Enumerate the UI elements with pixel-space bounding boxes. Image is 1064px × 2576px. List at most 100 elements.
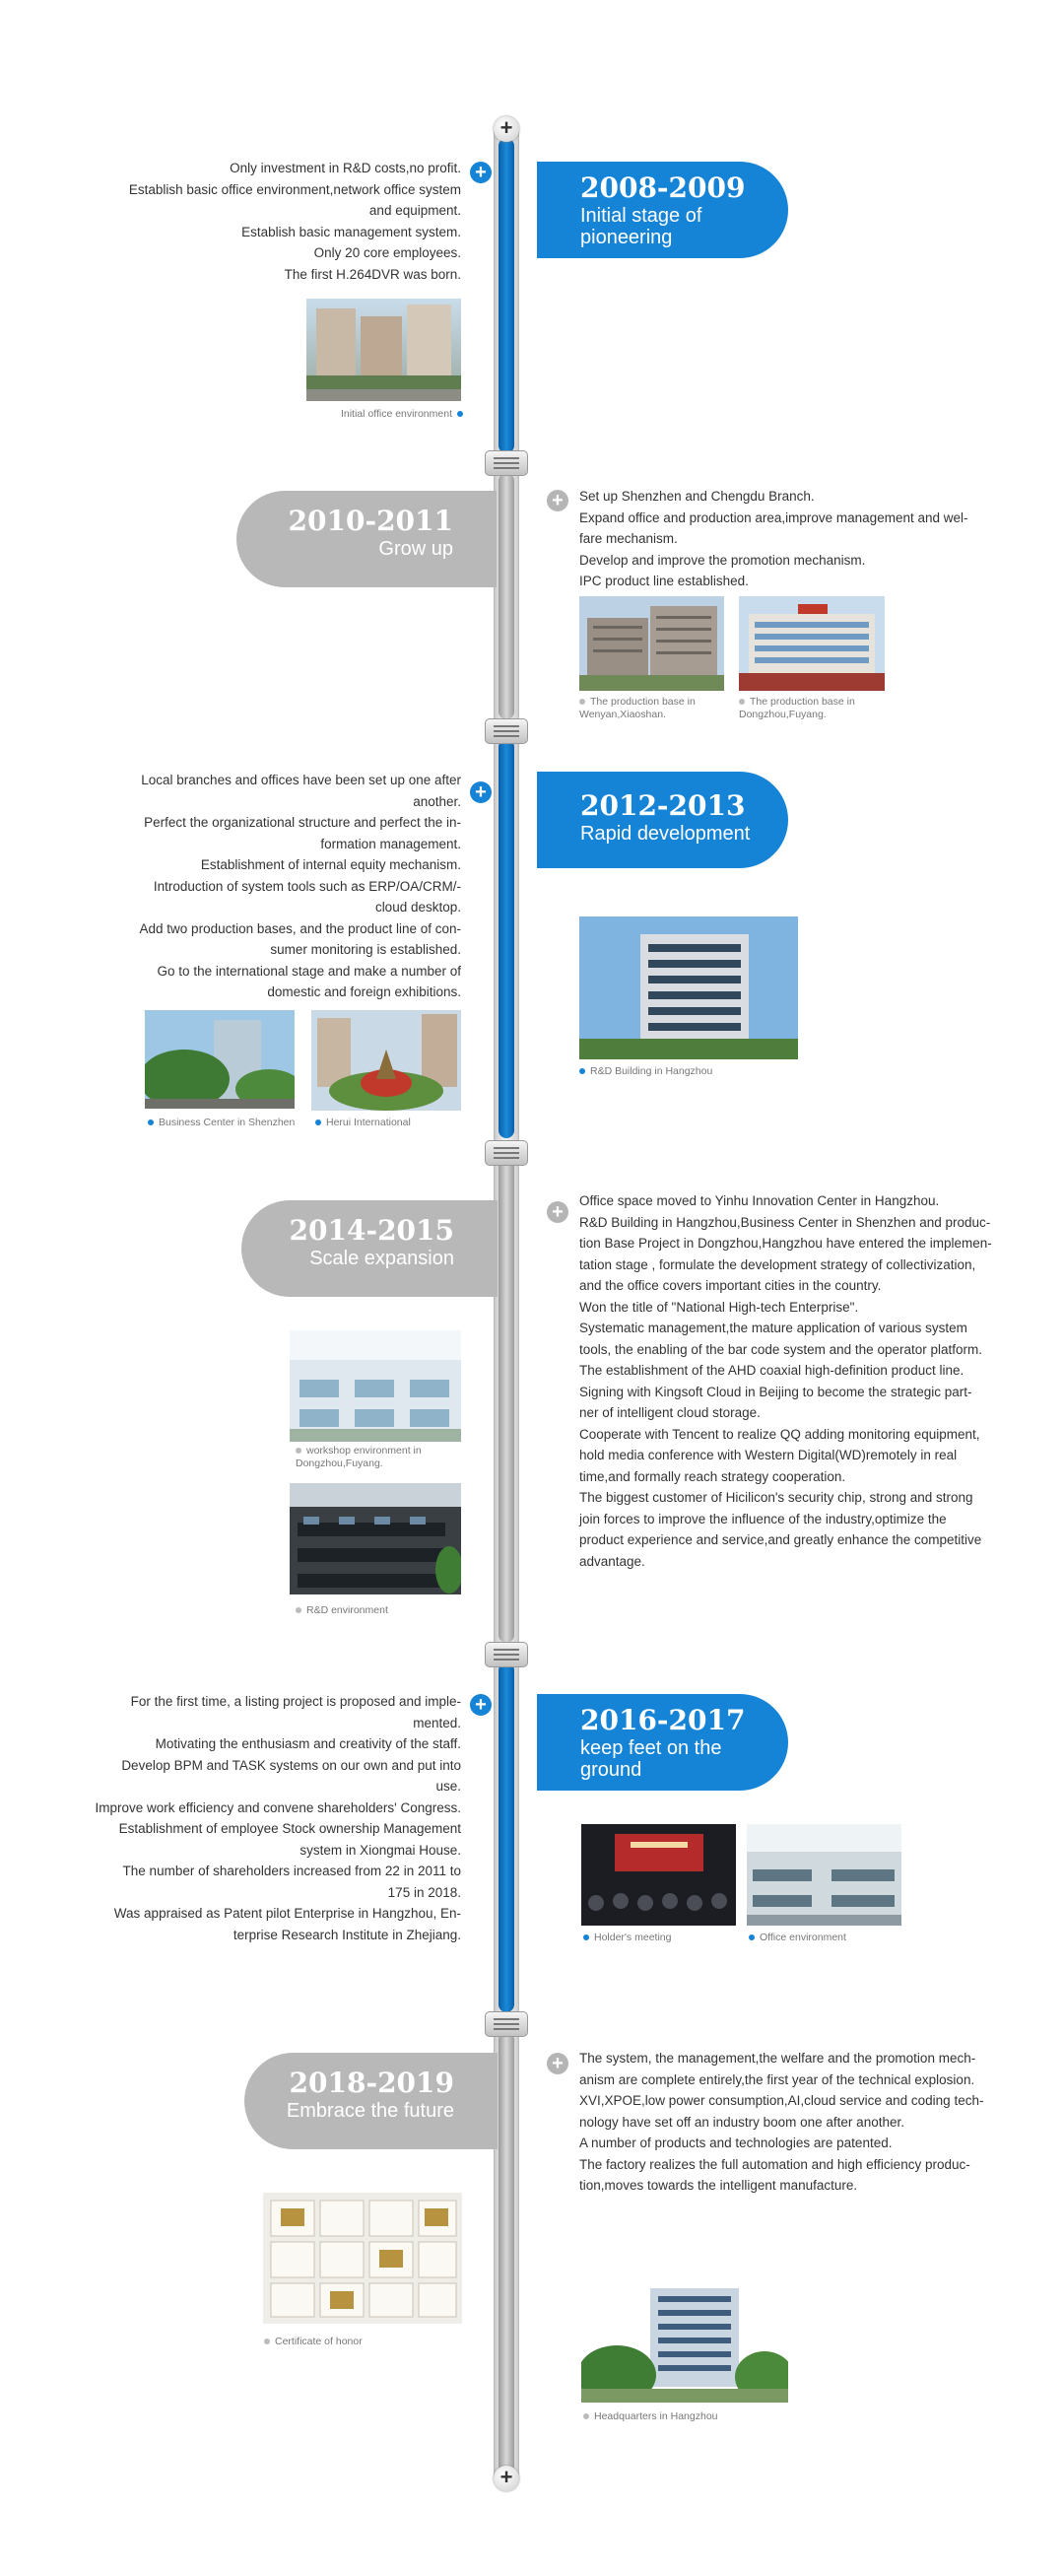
- description-line: Add two production bases, and the produc…: [139, 920, 461, 936]
- photo-caption: Herui International: [315, 1117, 463, 1129]
- stage-title: pioneering: [580, 227, 673, 248]
- timeline-grip-handle: [485, 1140, 528, 1166]
- photo-holders-meeting: [581, 1824, 736, 1926]
- description-line: For the first time, a listing project is…: [130, 1694, 461, 1709]
- description-line: tools, the enabling of the bar code syst…: [579, 1341, 982, 1357]
- timeline-segment: [499, 739, 514, 1138]
- description-line: join forces to improve the influence of …: [579, 1511, 947, 1526]
- description-line: Only 20 core employees.: [313, 245, 461, 260]
- description-line: Was appraised as Patent pilot Enterprise…: [113, 1906, 461, 1921]
- stage-description: Set up Shenzhen and Chengdu Branch. Expa…: [579, 486, 1023, 592]
- photo-caption: Headquarters in Hangzhou: [583, 2410, 780, 2423]
- photo-business-center: [145, 1010, 295, 1109]
- photo-caption: R&D environment: [296, 1604, 463, 1617]
- timeline-grip-handle: [485, 450, 528, 476]
- description-line: another.: [413, 793, 461, 809]
- description-line: Improve work efficiency and convene shar…: [95, 1799, 461, 1815]
- description-line: XVI,XPOE,low power consumption,AI,cloud …: [579, 2093, 984, 2108]
- description-line: tion Base Project in Dongzhou,Hangzhou h…: [579, 1236, 992, 1251]
- timeline-segment: [499, 2032, 514, 2480]
- photo-caption: Holder's meeting: [583, 1932, 731, 1944]
- stage-years: 2012-2013: [580, 789, 746, 822]
- description-line: tion,moves towards the intelligent manuf…: [579, 2178, 858, 2193]
- description-line: sumer monitoring is established.: [270, 942, 461, 957]
- description-line: domestic and foreign exhibitions.: [267, 984, 461, 999]
- description-line: ner of intelligent cloud storage.: [579, 1405, 761, 1420]
- description-line: The system, the management,the welfare a…: [579, 2051, 976, 2066]
- description-line: and equipment.: [368, 203, 461, 218]
- photo-dongzhou-base: [739, 596, 885, 691]
- timeline-bottom-cap-icon: +: [494, 2466, 519, 2491]
- stage-title: Grow up: [378, 538, 453, 560]
- stage-2018-2019-badge: 2018-2019 Embrace the future: [244, 2053, 498, 2149]
- timeline-grip-handle: [485, 2011, 528, 2037]
- stage-title: Initial stage of: [580, 205, 702, 227]
- description-line: Establishment of employee Stock ownershi…: [118, 1821, 461, 1836]
- description-line: Signing with Kingsoft Cloud in Beijing t…: [579, 1384, 972, 1399]
- description-line: formation management.: [320, 836, 461, 851]
- stage-description: For the first time, a listing project is…: [59, 1691, 461, 1945]
- description-line: R&D Building in Hangzhou,Business Center…: [579, 1214, 991, 1230]
- stage-years: 2016-2017: [580, 1704, 746, 1736]
- description-line: The establishment of the AHD coaxial hig…: [579, 1363, 964, 1378]
- stage-description: Only investment in R&D costs,no profit. …: [59, 158, 461, 285]
- description-line: Cooperate with Tencent to realize QQ add…: [579, 1426, 980, 1442]
- timeline-segment: [499, 1158, 514, 1643]
- photo-caption: Office environment: [749, 1932, 897, 1944]
- description-line: Motivating the enthusiasm and creativity…: [155, 1736, 461, 1751]
- stage-description: Office space moved to Yinhu Innovation C…: [579, 1190, 1032, 1572]
- photo-rd-building: [579, 916, 798, 1059]
- timeline-segment: [499, 473, 514, 719]
- description-line: Expand office and production area,improv…: [579, 509, 968, 525]
- description-line: time,and formally reach strategy coopera…: [579, 1468, 846, 1484]
- description-line: Develop and improve the promotion mechan…: [579, 552, 866, 568]
- stage-description: The system, the management,the welfare a…: [579, 2048, 1032, 2197]
- stage-years: 2010-2011: [288, 505, 453, 537]
- description-line: and the office covers important cities i…: [579, 1278, 882, 1293]
- description-line: Establishment of internal equity mechani…: [200, 857, 461, 872]
- description-line: advantage.: [579, 1553, 645, 1569]
- photo-wenyan-base: [579, 596, 724, 691]
- description-line: product experience and service,and great…: [579, 1532, 982, 1547]
- description-line: Establish basic office environment,netwo…: [128, 181, 461, 197]
- description-line: A number of products and technologies ar…: [579, 2135, 893, 2150]
- timeline-segment: [499, 138, 514, 453]
- description-line: Systematic management,the mature applica…: [579, 1321, 967, 1335]
- photo-caption: The production base in Wenyan,Xiaoshan.: [579, 696, 696, 720]
- timeline-grip-handle: [485, 1642, 528, 1667]
- photo-certificate-of-honor: [263, 2193, 462, 2324]
- description-line: anism are complete entirely,the first ye…: [579, 2071, 975, 2087]
- plus-marker-icon: +: [470, 1694, 492, 1716]
- photo-caption: R&D Building in Hangzhou: [579, 1065, 798, 1078]
- description-line: The factory realizes the full automation…: [579, 2156, 970, 2172]
- description-line: cloud desktop.: [374, 900, 461, 915]
- stage-title: ground: [580, 1759, 642, 1781]
- description-line: nology have set off an industry boom one…: [579, 2114, 904, 2130]
- description-line: terprise Research Institute in Zhejiang.: [233, 1927, 461, 1942]
- timeline-segment: [499, 1662, 514, 2012]
- stage-title: Rapid development: [580, 823, 751, 845]
- stage-years: 2018-2019: [289, 2067, 454, 2099]
- photo-herui-international: [311, 1010, 461, 1111]
- description-line: tation stage , formulate the development…: [579, 1256, 976, 1272]
- stage-2012-2013-badge: 2012-2013 Rapid development: [537, 772, 788, 868]
- timeline-grip-handle: [485, 718, 528, 744]
- description-line: Office space moved to Yinhu Innovation C…: [579, 1193, 940, 1208]
- photo-rd-environment: [290, 1483, 461, 1594]
- timeline-top-cap-icon: +: [494, 116, 519, 142]
- plus-marker-icon: +: [547, 490, 568, 511]
- stage-title: Embrace the future: [286, 2100, 454, 2122]
- description-line: Introduction of system tools such as ERP…: [153, 878, 461, 894]
- description-line: 175 in 2018.: [387, 1884, 461, 1900]
- description-line: Go to the international stage and make a…: [157, 963, 461, 979]
- description-line: Won the title of "National High-tech Ent…: [579, 1299, 859, 1315]
- stage-2010-2011-badge: 2010-2011 Grow up: [236, 491, 497, 587]
- description-line: IPC product line established.: [579, 574, 749, 588]
- description-line: Perfect the organizational structure and…: [144, 815, 461, 830]
- description-line: hold media conference with Western Digit…: [579, 1448, 958, 1462]
- stage-description: Local branches and offices have been set…: [59, 770, 461, 1003]
- description-line: The number of shareholders increased fro…: [122, 1864, 461, 1878]
- description-line: The biggest customer of Hicilicon's secu…: [579, 1490, 973, 1505]
- description-line: The first H.264DVR was born.: [284, 266, 461, 282]
- description-line: use.: [435, 1779, 461, 1794]
